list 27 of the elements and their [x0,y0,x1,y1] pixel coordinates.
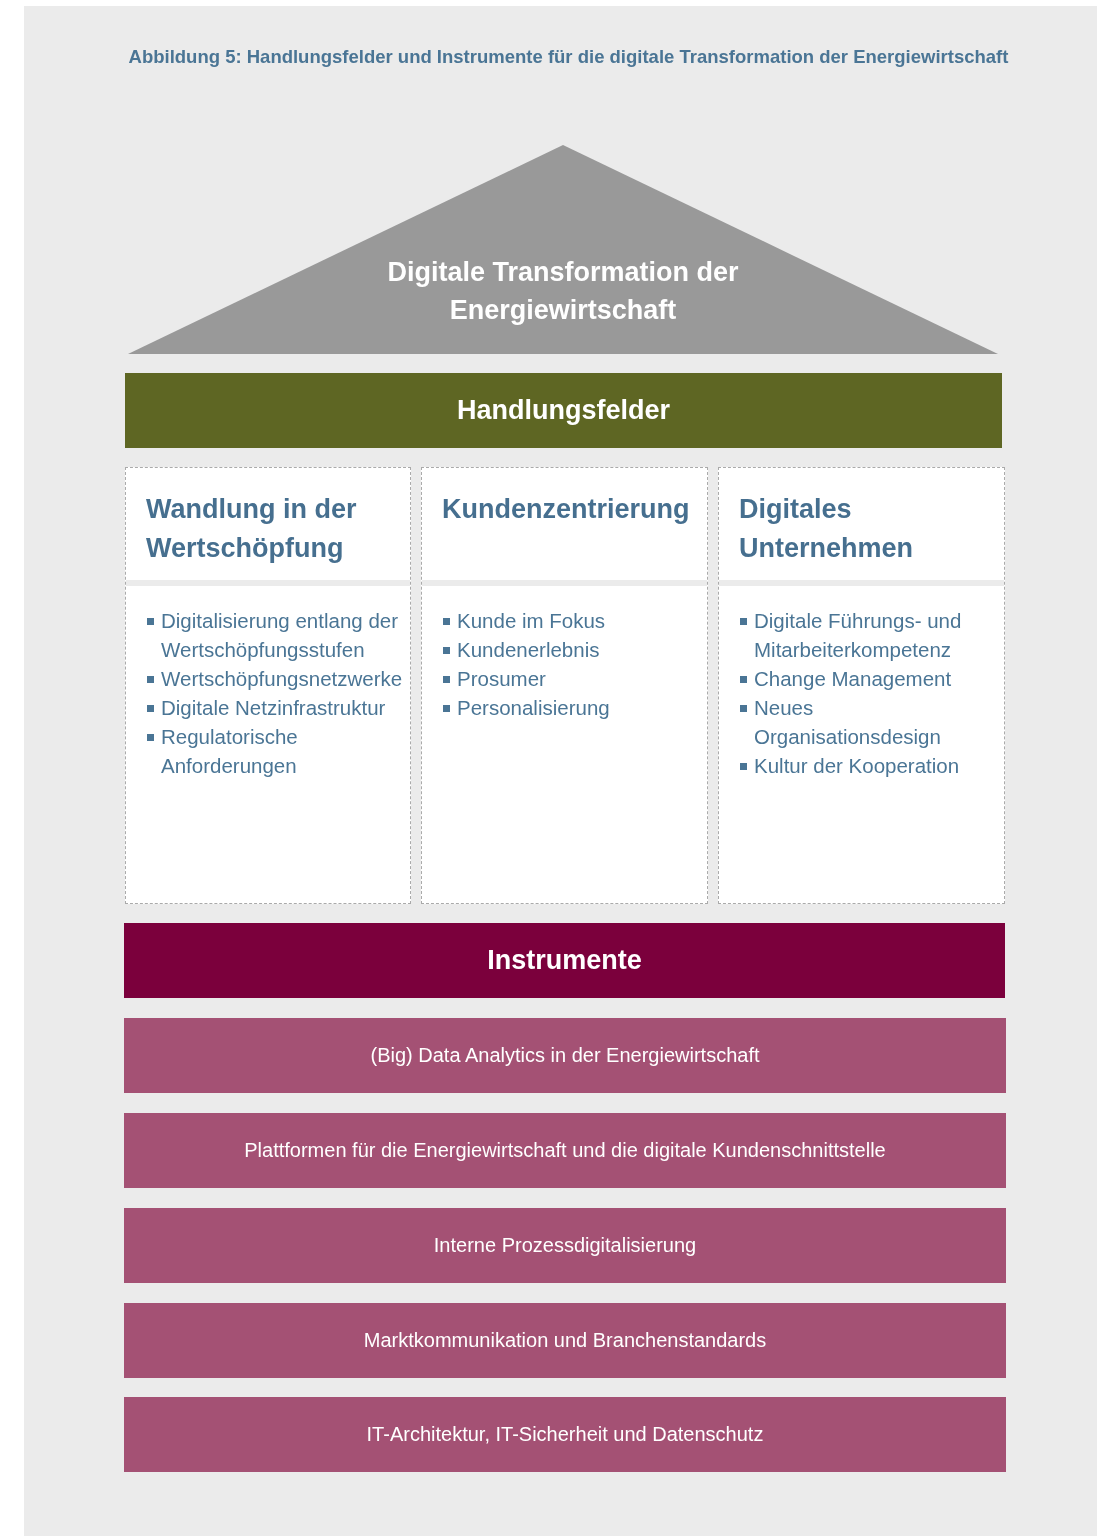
bullet-item: Change Management [739,664,996,693]
column-heading: Kundenzentrierung [442,493,691,526]
category-header: Instrumente [124,923,1005,998]
bullet-item: Wertschöpfungsnetzwerke [146,664,402,693]
instrument-bar: Plattformen für die Energiewirtschaft und die digitale Kundenschnittstelle [124,1113,1006,1188]
bullet-item: Kunde im Fokus [442,606,699,635]
bullet-item: Digitale Netzinfrastruktur [146,693,402,722]
bullet-item: Prosumer [442,664,699,693]
instrument-bar: Marktkommunikation und Branchenstandards [124,1303,1006,1378]
bullet-item: Personalisierung [442,693,699,722]
roof-title: Digitale Transformation der Energiewirtschaft [386,256,740,327]
category-header: Handlungsfelder [125,373,1002,448]
instrument-bar: (Big) Data Analytics in der Energiewirtschaft [124,1018,1006,1093]
column-panel [125,467,411,904]
column-panel [421,467,708,904]
bullet-item: Neues Organisationsdesign [739,693,996,751]
bullet-item: Kultur der Kooperation [739,751,996,780]
figure-title: Abbildung 5: Handlungsfelder und Instrumente für die digitale Transformation der Energiewirtschaft [127,46,1010,68]
column-heading: Digitales Unternehmen [739,493,915,565]
column-heading: Wandlung in der Wertschöpfung [146,493,358,565]
bullet-item: Regulatorische Anforderungen [146,722,402,780]
bullet-item: Kundenerlebnis [442,635,699,664]
instrument-bar: IT-Architektur, IT-Sicherheit und Datenschutz [124,1397,1006,1472]
column-panel [718,467,1005,904]
bullet-item: Digitale Führungs- und Mitarbeiterkompetenz [739,606,996,664]
instrument-bar: Interne Prozessdigitalisierung [124,1208,1006,1283]
bullet-item: Digitalisierung entlang der Wertschöpfungsstufen [146,606,402,664]
